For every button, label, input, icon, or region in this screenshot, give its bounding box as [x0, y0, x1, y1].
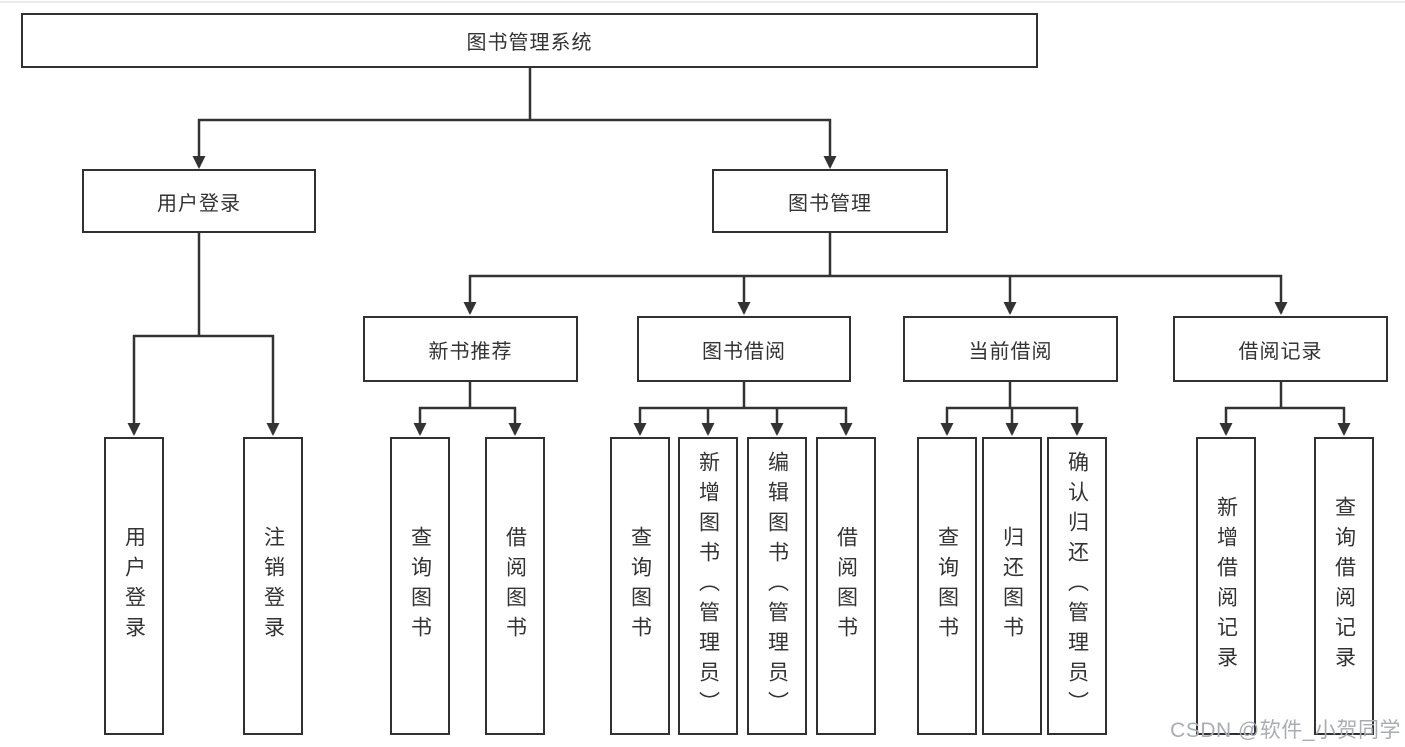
- node-book-management-label: 图书管理: [788, 192, 872, 215]
- leaf-borrow-books-recommend: 借阅图书: [485, 437, 545, 735]
- leaf-query-books-current-label: 查询图书: [935, 526, 959, 646]
- leaf-query-books-recommend: 查询图书: [390, 437, 450, 735]
- leaf-confirm-return-admin-label: 确认归还（管理员）: [1065, 451, 1089, 721]
- node-current-borrowing-label: 当前借阅: [968, 340, 1053, 363]
- leaf-confirm-return-admin: 确认归还（管理员）: [1047, 437, 1107, 735]
- leaf-query-borrow-record-label: 查询借阅记录: [1332, 496, 1356, 676]
- node-book-borrowing: 图书借阅: [637, 316, 851, 382]
- leaf-add-borrow-record: 新增借阅记录: [1196, 437, 1256, 735]
- leaf-add-borrow-record-label: 新增借阅记录: [1214, 496, 1238, 676]
- node-book-management: 图书管理: [712, 169, 948, 233]
- leaf-return-books: 归还图书: [982, 437, 1042, 735]
- leaf-query-borrow-record: 查询借阅记录: [1314, 437, 1374, 735]
- leaf-query-books-borrowing-label: 查询图书: [628, 526, 652, 646]
- leaf-borrow-books-borrowing: 借阅图书: [816, 437, 876, 735]
- node-book-borrowing-label: 图书借阅: [702, 340, 786, 363]
- watermark: CSDN @软件_小贺同学: [1170, 719, 1401, 742]
- leaf-user-login: 用户登录: [104, 437, 164, 735]
- leaf-query-books-borrowing: 查询图书: [610, 437, 670, 735]
- leaf-edit-book-admin-label: 编辑图书（管理员）: [765, 451, 789, 721]
- node-new-book-recommend: 新书推荐: [363, 316, 578, 382]
- node-current-borrowing: 当前借阅: [903, 316, 1118, 382]
- leaf-query-books-recommend-label: 查询图书: [408, 526, 432, 646]
- node-user-login: 用户登录: [82, 169, 316, 233]
- leaf-edit-book-admin: 编辑图书（管理员）: [747, 437, 807, 735]
- leaf-add-book-admin-label: 新增图书（管理员）: [696, 451, 720, 721]
- node-system-root-label: 图书管理系统: [466, 32, 593, 54]
- leaf-add-book-admin: 新增图书（管理员）: [678, 437, 738, 735]
- node-user-login-label: 用户登录: [157, 192, 241, 215]
- leaf-borrow-books-recommend-label: 借阅图书: [503, 526, 527, 646]
- node-system-root: 图书管理系统: [21, 13, 1038, 68]
- node-borrowing-records: 借阅记录: [1173, 316, 1388, 382]
- node-borrowing-records-label: 借阅记录: [1238, 340, 1323, 363]
- leaf-query-books-current: 查询图书: [917, 437, 977, 735]
- top-border-line: [0, 1, 1405, 3]
- leaf-return-books-label: 归还图书: [1000, 526, 1024, 646]
- leaf-borrow-books-borrowing-label: 借阅图书: [834, 526, 858, 646]
- leaf-user-login-label: 用户登录: [122, 526, 146, 646]
- node-new-book-recommend-label: 新书推荐: [428, 340, 513, 363]
- leaf-logout: 注销登录: [243, 437, 303, 735]
- leaf-logout-label: 注销登录: [261, 526, 285, 646]
